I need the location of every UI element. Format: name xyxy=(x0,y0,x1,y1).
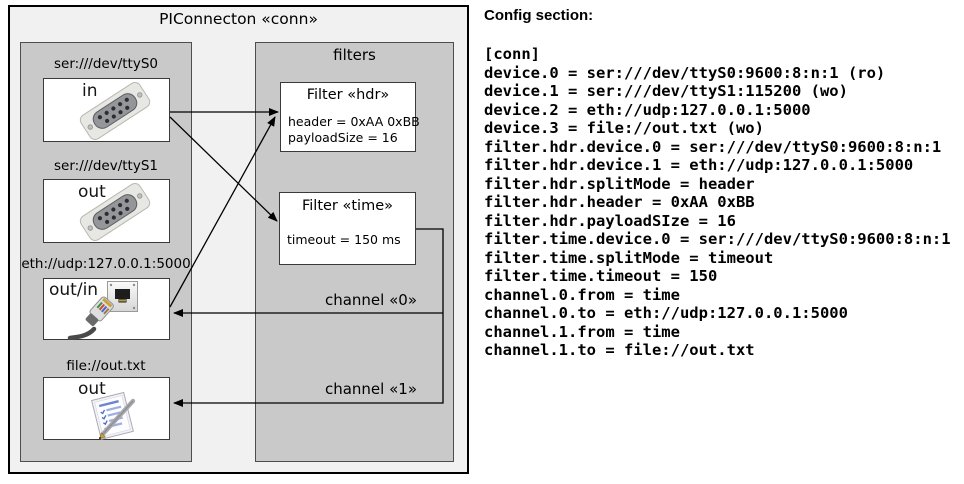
device-box-eth: out/in xyxy=(43,278,170,340)
device-direction-label: out xyxy=(78,379,106,399)
device-box-file: out xyxy=(43,377,170,440)
config-heading: Config section: xyxy=(484,7,594,24)
device-direction-label: in xyxy=(82,81,98,101)
device-url-label-ttys1: ser:///dev/ttyS1 xyxy=(54,158,158,174)
diagram-title: PIConnecton «conn» xyxy=(159,10,318,28)
config-line: filter.time.timeout = 150 xyxy=(484,267,718,285)
filters-group-title: filters xyxy=(333,46,376,64)
config-line: filter.time.splitMode = timeout xyxy=(484,248,774,267)
config-line: filter.hdr.payloadSIze = 16 xyxy=(484,211,736,230)
filter-box-time: Filter «time» timeout = 150 ms xyxy=(279,192,416,265)
device-box-ttys0: in xyxy=(43,78,170,142)
notepad-pen-icon xyxy=(91,391,136,440)
config-line: filter.time.device.0 = ser:///dev/ttyS0:… xyxy=(484,230,951,248)
ethernet-cable-icon xyxy=(67,296,114,340)
config-line: channel.0.from = time xyxy=(484,285,680,304)
config-line: filter.hdr.header = 0xAA 0xBB xyxy=(484,193,755,211)
filter-title: Filter «time» xyxy=(301,198,394,214)
device-url-label-eth: eth://udp:127.0.0.1:5000 xyxy=(21,256,191,272)
config-line: channel.1.to = file://out.txt xyxy=(484,341,755,359)
config-line: filter.hdr.splitMode = header xyxy=(484,174,755,193)
config-line: filter.hdr.device.1 = eth://udp:127.0.0.… xyxy=(484,156,914,174)
filter-box-hdr: Filter «hdr» header = 0xAA 0xBB payloadS… xyxy=(280,82,420,152)
filter-attribute: timeout = 150 ms xyxy=(287,232,401,247)
config-line: device.0 = ser:///dev/ttyS0:9600:8:n:1 (… xyxy=(484,63,886,82)
config-line: device.3 = file://out.txt (wo) xyxy=(484,119,764,137)
device-direction-label: out xyxy=(78,182,106,202)
device-box-ttys1: out xyxy=(43,179,170,243)
config-line: channel.1.from = time xyxy=(484,322,680,341)
config-lines: [conn]device.0 = ser:///dev/ttyS0:9600:8… xyxy=(484,45,951,360)
config-line: device.1 = ser:///dev/ttyS1:115200 (wo) xyxy=(484,82,848,100)
filter-title: Filter «hdr» xyxy=(306,87,390,103)
filter-attribute: payloadSize = 16 xyxy=(288,130,398,145)
channel-0-label: channel «0» xyxy=(324,291,417,309)
channel-1-label: channel «1» xyxy=(324,380,417,398)
device-direction-label: out/in xyxy=(49,280,99,300)
config-line: [conn] xyxy=(484,45,540,63)
device-url-label-file: file://out.txt xyxy=(66,358,146,374)
connection-diagram: PIConnecton «conn» filters ser:///dev/tt… xyxy=(0,0,480,484)
config-line: filter.hdr.device.0 = ser:///dev/ttyS0:9… xyxy=(484,137,942,156)
config-line: device.2 = eth://udp:127.0.0.1:5000 xyxy=(484,100,811,119)
config-line: channel.0.to = eth://udp:127.0.0.1:5000 xyxy=(484,304,848,322)
filter-attribute: header = 0xAA 0xBB xyxy=(288,114,420,129)
device-url-label-ttys0: ser:///dev/ttyS0 xyxy=(54,56,158,72)
